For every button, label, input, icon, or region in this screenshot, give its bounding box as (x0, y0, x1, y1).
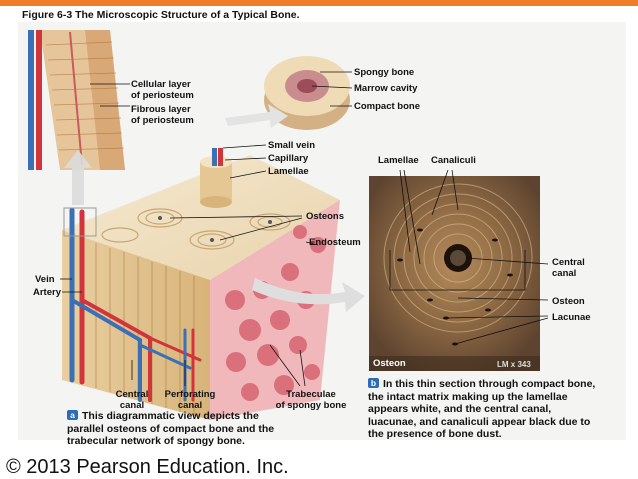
bone-cross-section (264, 56, 350, 130)
label-micro-osteon: Osteon (552, 296, 585, 307)
label-text: of periosteum (131, 90, 194, 101)
label-lamellae: Lamellae (268, 166, 309, 177)
label-text: Trabeculae (286, 389, 336, 400)
micrograph-magnification: LM x 343 (497, 360, 531, 369)
label-vein: Vein (35, 274, 55, 285)
label-text: Cellular layer (131, 79, 191, 90)
micrograph-image (369, 176, 540, 371)
label-fibrous-layer: Fibrous layer of periosteum (131, 104, 194, 126)
label-capillary: Capillary (268, 153, 309, 164)
caption-b-text: In this thin section through compact bon… (368, 378, 596, 440)
label-trabeculae: Trabeculae of spongy bone (270, 389, 352, 411)
label-text: canal (552, 268, 577, 279)
copyright-notice: © 2013 Pearson Education. Inc. (6, 456, 289, 478)
label-text: canal (177, 400, 203, 411)
periosteum-detail (28, 30, 125, 170)
label-text: Fibrous layer (131, 104, 191, 115)
figure-title: Figure 6-3 The Microscopic Structure of … (22, 9, 300, 21)
label-text: Central (115, 389, 149, 400)
label-text: Central (552, 257, 585, 268)
caption-b-badge: b (368, 378, 379, 388)
label-endosteum: Endosteum (309, 237, 361, 248)
compact-bone-block (62, 148, 340, 420)
label-artery: Artery (33, 287, 61, 298)
label-text: Perforating (164, 389, 216, 400)
label-micro-central-canal: Central canal (552, 257, 585, 279)
micrograph-title: Osteon (373, 358, 406, 369)
label-compact-bone: Compact bone (354, 101, 420, 112)
label-central-canal: Central canal (110, 389, 154, 411)
label-spongy-bone: Spongy bone (354, 67, 415, 78)
label-text: of spongy bone (275, 400, 347, 411)
label-micro-lamellae: Lamellae (378, 155, 419, 166)
caption-a-text: This diagrammatic view depicts the paral… (67, 410, 275, 447)
caption-a-badge: a (67, 410, 78, 420)
label-cellular-layer: Cellular layer of periosteum (131, 79, 194, 101)
label-perforating-canal: Perforating canal (160, 389, 220, 411)
label-marrow-cavity: Marrow cavity (354, 83, 418, 94)
label-small-vein: Small vein (268, 140, 315, 151)
label-micro-lacunae: Lacunae (552, 312, 591, 323)
label-text: canal (119, 400, 145, 411)
label-text: of periosteum (131, 115, 194, 126)
label-micro-canaliculi: Canaliculi (431, 155, 476, 166)
label-osteons: Osteons (306, 211, 345, 222)
top-accent-bar (0, 0, 638, 6)
